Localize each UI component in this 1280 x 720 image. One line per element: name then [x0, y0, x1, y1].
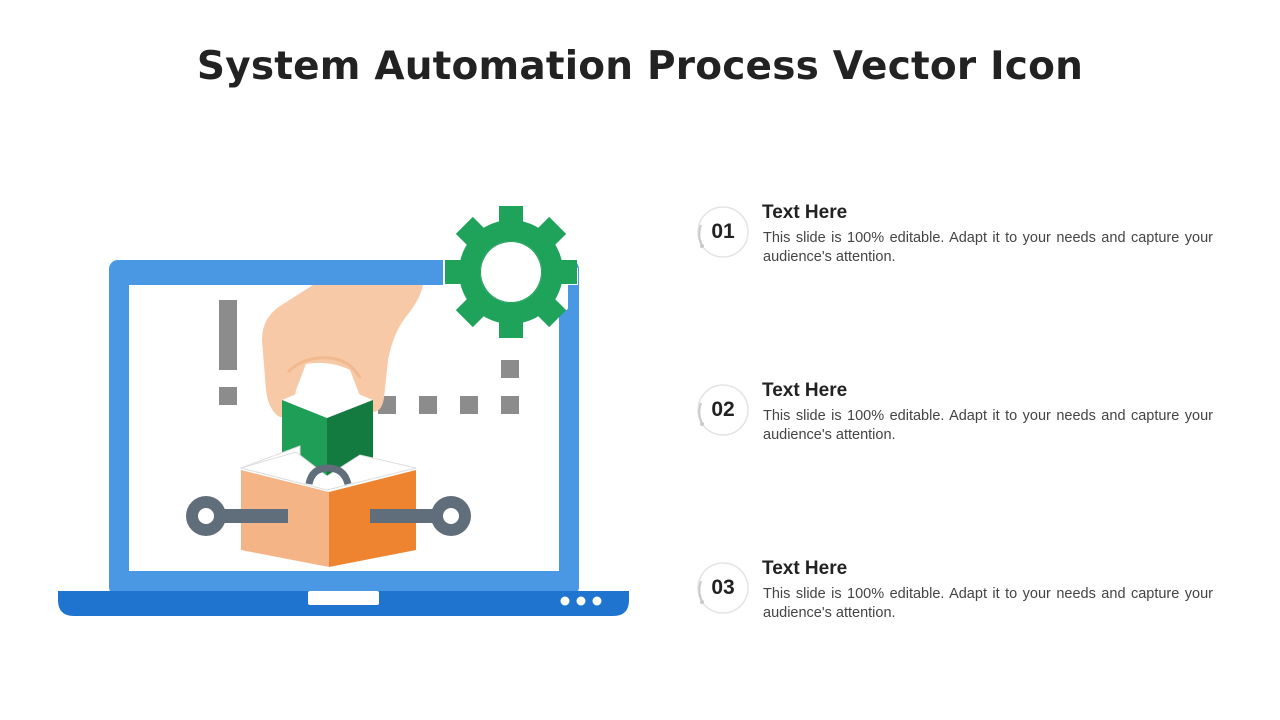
dashed-path [219, 300, 519, 414]
item-number: 02 [711, 398, 735, 421]
item-number: 03 [711, 576, 735, 599]
hand-icon [262, 285, 423, 418]
item-number: 01 [711, 220, 735, 243]
slide-title: System Automation Process Vector Icon [196, 44, 1084, 89]
item-heading: Text Here [762, 558, 848, 579]
number-badge: 03 [696, 561, 750, 615]
item-description: This slide is 100% editable. Adapt it to… [763, 230, 1213, 265]
item-heading: Text Here [762, 380, 848, 401]
number-badge: 01 [696, 205, 750, 259]
list-item: 02 Text Here This slide is 100% editable… [696, 378, 1236, 458]
number-badge: 02 [696, 383, 750, 437]
wrench-handle-icon [186, 496, 471, 536]
list-item: 01 Text Here This slide is 100% editable… [696, 200, 1236, 280]
list-item: 03 Text Here This slide is 100% editable… [696, 556, 1236, 636]
item-heading: Text Here [762, 202, 848, 223]
badge-ring-icon [697, 384, 749, 436]
badge-ring-icon [697, 562, 749, 614]
badge-ring-icon [697, 206, 749, 258]
item-description: This slide is 100% editable. Adapt it to… [763, 408, 1213, 443]
cube-icon [282, 381, 373, 484]
item-description: This slide is 100% editable. Adapt it to… [763, 586, 1213, 621]
